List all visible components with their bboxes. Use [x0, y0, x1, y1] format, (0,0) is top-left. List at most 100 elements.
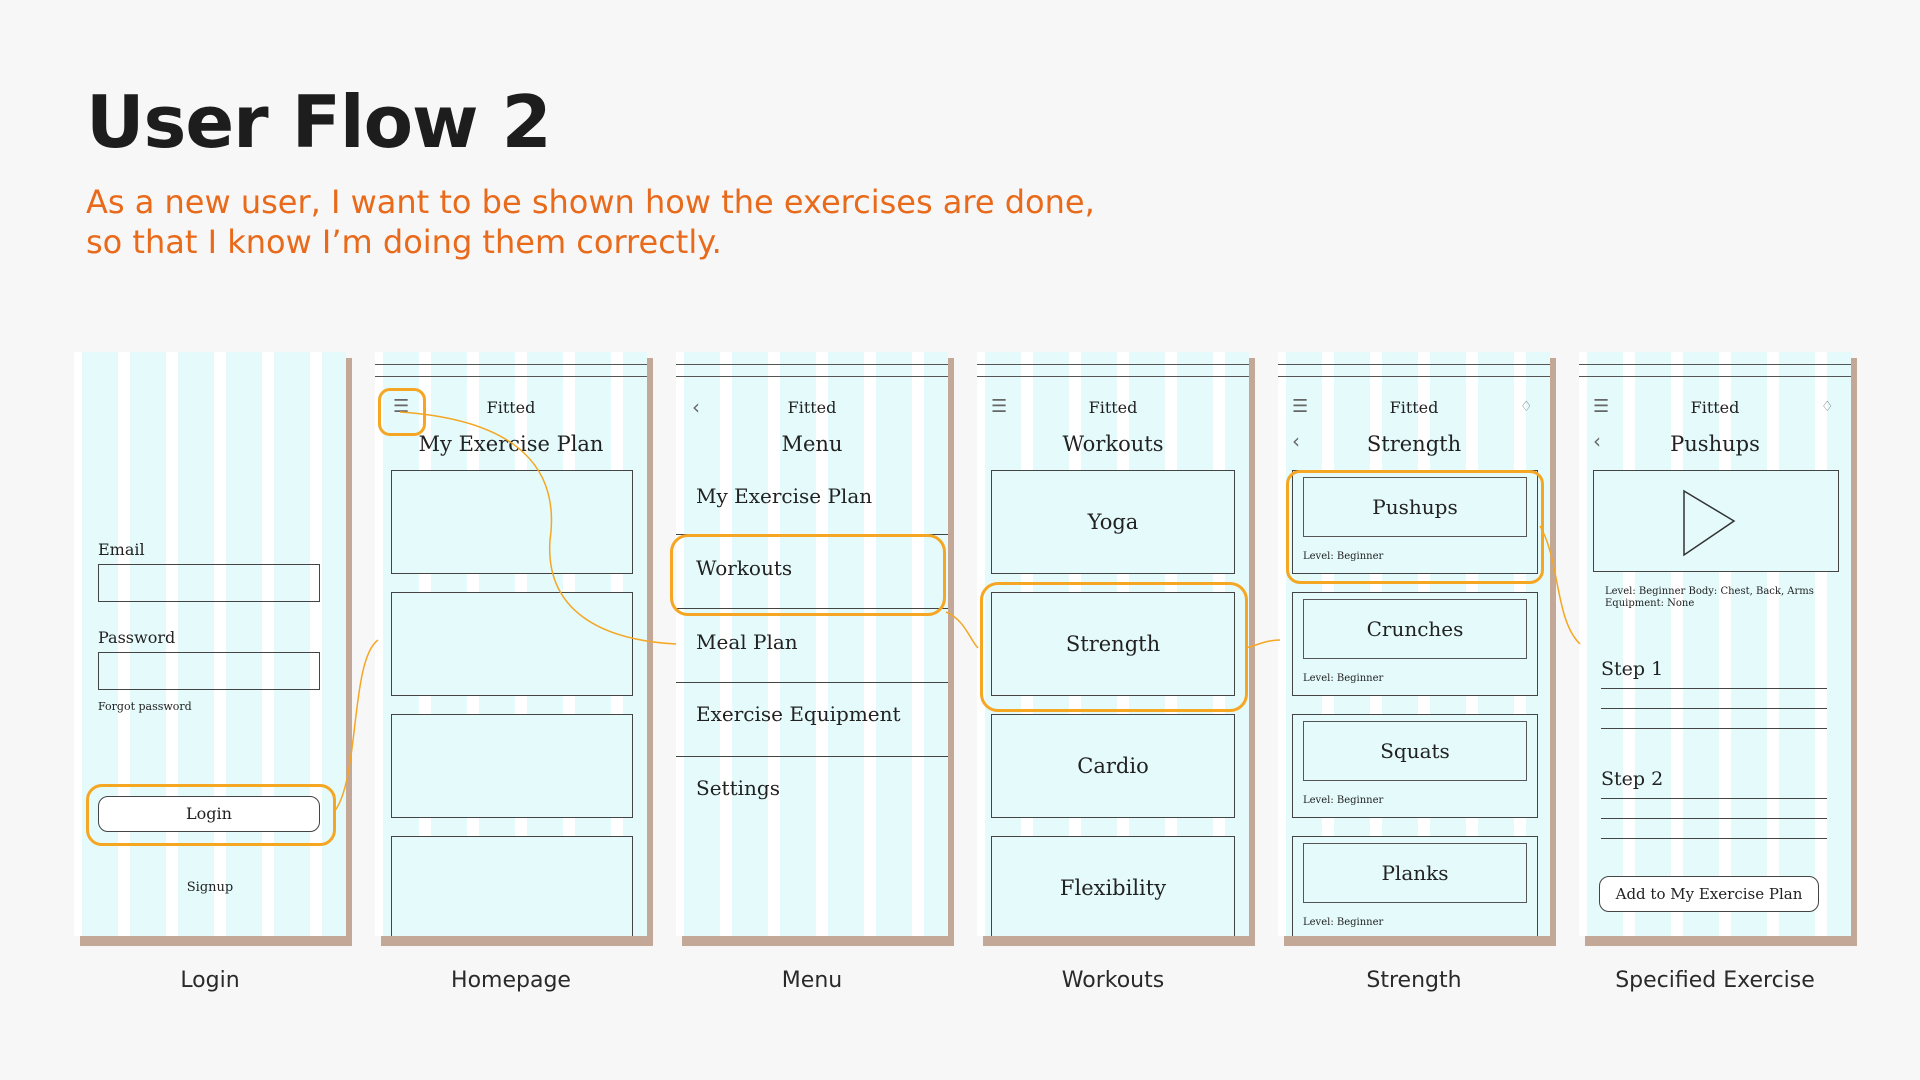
slide-title: User Flow 2 — [86, 80, 552, 164]
page-title: Menu — [781, 432, 843, 456]
caption-specified-exercise: Specified Exercise — [1615, 968, 1815, 993]
top-line — [676, 376, 948, 377]
caption-workouts: Workouts — [1061, 968, 1165, 993]
app-name: Fitted — [1690, 398, 1740, 417]
login-button[interactable]: Login — [98, 796, 320, 832]
subtitle-line-2: so that I know I’m doing them correctly. — [86, 223, 722, 261]
exercise-name: Pushups — [1372, 495, 1458, 519]
top-line — [1278, 376, 1550, 377]
top-line — [977, 376, 1249, 377]
exercise-name: Crunches — [1366, 617, 1464, 641]
signup-link[interactable]: Signup — [186, 880, 234, 895]
password-label: Password — [98, 628, 176, 647]
exercise-name-box: Squats — [1303, 721, 1527, 781]
workout-label: Flexibility — [1059, 876, 1167, 900]
hamburger-icon[interactable]: ☰ — [1593, 396, 1610, 417]
caption-menu: Menu — [781, 968, 843, 993]
menu-screen-body: ‹ Fitted Menu My Exercise Plan Workouts … — [676, 352, 948, 936]
workout-label: Cardio — [1077, 754, 1149, 778]
chevron-left-icon[interactable]: ‹ — [692, 395, 700, 419]
play-icon[interactable] — [1594, 471, 1838, 571]
menu-item-settings[interactable]: Settings — [696, 776, 780, 800]
exercise-name-box: Crunches — [1303, 599, 1527, 659]
exercise-level: Level: Beginner — [1303, 795, 1384, 806]
video-player[interactable] — [1593, 470, 1839, 572]
chevron-left-icon[interactable]: ‹ — [1292, 429, 1300, 453]
email-field[interactable] — [98, 564, 320, 602]
app-name: Fitted — [1389, 398, 1439, 417]
workout-label: Strength — [1065, 632, 1161, 656]
login-button-label: Login — [186, 804, 232, 823]
strength-screen-body: ☰ ♢ Fitted ‹ Strength Pushups Level: Beg… — [1278, 352, 1550, 936]
forgot-password-link[interactable]: Forgot password — [98, 700, 192, 713]
menu-divider — [676, 608, 948, 609]
top-line — [375, 364, 647, 365]
step-2-label: Step 2 — [1601, 768, 1664, 790]
caption-strength: Strength — [1366, 968, 1462, 993]
caption-login: Login — [180, 968, 240, 993]
subtitle-line-1: As a new user, I want to be shown how th… — [86, 183, 1095, 221]
add-to-plan-label: Add to My Exercise Plan — [1615, 885, 1803, 903]
slide-subtitle: As a new user, I want to be shown how th… — [86, 182, 1286, 262]
chevron-left-icon[interactable]: ‹ — [1593, 429, 1601, 453]
menu-item-meal-plan[interactable]: Meal Plan — [696, 630, 798, 654]
top-line — [676, 364, 948, 365]
screen-specified-exercise: ☰ ♢ Fitted ‹ Pushups Level: Beginner Bod… — [1579, 352, 1857, 946]
exercise-level: Level: Beginner — [1303, 917, 1384, 928]
top-line — [977, 364, 1249, 365]
menu-item-workouts[interactable]: Workouts — [696, 556, 793, 580]
exercise-name: Squats — [1380, 739, 1450, 763]
hamburger-icon[interactable]: ☰ — [1292, 396, 1309, 417]
exercise-level: Level: Beginner — [1303, 551, 1384, 562]
menu-item-exercise-equipment[interactable]: Exercise Equipment — [696, 702, 901, 726]
exercise-info-line-2: Equipment: None — [1605, 598, 1695, 609]
highlight-hamburger-icon — [378, 388, 426, 436]
top-line — [1579, 364, 1851, 365]
screen-homepage: ☰ Fitted My Exercise Plan — [375, 352, 653, 946]
workout-card-cardio[interactable]: Cardio — [991, 714, 1235, 818]
bell-icon[interactable]: ♢ — [1520, 399, 1533, 415]
exercise-screen-body: ☰ ♢ Fitted ‹ Pushups Level: Beginner Bod… — [1579, 352, 1851, 936]
bell-icon[interactable]: ♢ — [1821, 399, 1834, 415]
workout-card-flexibility[interactable]: Flexibility — [991, 836, 1235, 936]
plan-card[interactable] — [391, 836, 633, 936]
screen-workouts: ☰ Fitted Workouts Yoga Strength Cardio F… — [977, 352, 1255, 946]
exercise-card-planks[interactable]: Planks Level: Beginner — [1292, 836, 1538, 936]
highlight-menu-workouts — [670, 534, 946, 616]
homepage-screen-body: ☰ Fitted My Exercise Plan — [375, 352, 647, 936]
login-screen-body: Email Password Forgot password Login Sig… — [74, 352, 346, 936]
caption-homepage: Homepage — [451, 968, 571, 993]
hamburger-icon[interactable]: ☰ — [991, 396, 1008, 417]
hamburger-icon[interactable]: ☰ — [393, 396, 410, 417]
exercise-card-crunches[interactable]: Crunches Level: Beginner — [1292, 592, 1538, 696]
workouts-screen-body: ☰ Fitted Workouts Yoga Strength Cardio F… — [977, 352, 1249, 936]
step-line — [1601, 728, 1827, 729]
screen-menu: ‹ Fitted Menu My Exercise Plan Workouts … — [670, 352, 954, 946]
highlight-exercise-pushups — [1286, 470, 1544, 584]
menu-item-my-exercise-plan[interactable]: My Exercise Plan — [696, 484, 873, 508]
top-line — [1278, 364, 1550, 365]
step-line — [1601, 798, 1827, 799]
workout-card-strength[interactable]: Strength — [991, 592, 1235, 696]
workout-card-yoga[interactable]: Yoga — [991, 470, 1235, 574]
app-name: Fitted — [787, 398, 837, 417]
exercise-level: Level: Beginner — [1303, 673, 1384, 684]
plan-card[interactable] — [391, 470, 633, 574]
screen-strength: ☰ ♢ Fitted ‹ Strength Pushups Level: Beg… — [1278, 352, 1556, 946]
page-title: Strength — [1366, 432, 1462, 456]
step-line — [1601, 818, 1827, 819]
add-to-plan-button[interactable]: Add to My Exercise Plan — [1599, 876, 1819, 912]
step-line — [1601, 708, 1827, 709]
exercise-name-box: Pushups — [1303, 477, 1527, 537]
password-field[interactable] — [98, 652, 320, 690]
email-label: Email — [98, 540, 145, 559]
plan-card[interactable] — [391, 714, 633, 818]
exercise-info-line-1: Level: Beginner Body: Chest, Back, Arms — [1605, 586, 1814, 597]
plan-card[interactable] — [391, 592, 633, 696]
screen-login: Email Password Forgot password Login Sig… — [74, 352, 352, 946]
top-line — [375, 376, 647, 377]
exercise-card-squats[interactable]: Squats Level: Beginner — [1292, 714, 1538, 818]
menu-divider — [676, 756, 948, 757]
highlight-login-button — [86, 784, 336, 846]
exercise-card-pushups[interactable]: Pushups Level: Beginner — [1292, 470, 1538, 574]
